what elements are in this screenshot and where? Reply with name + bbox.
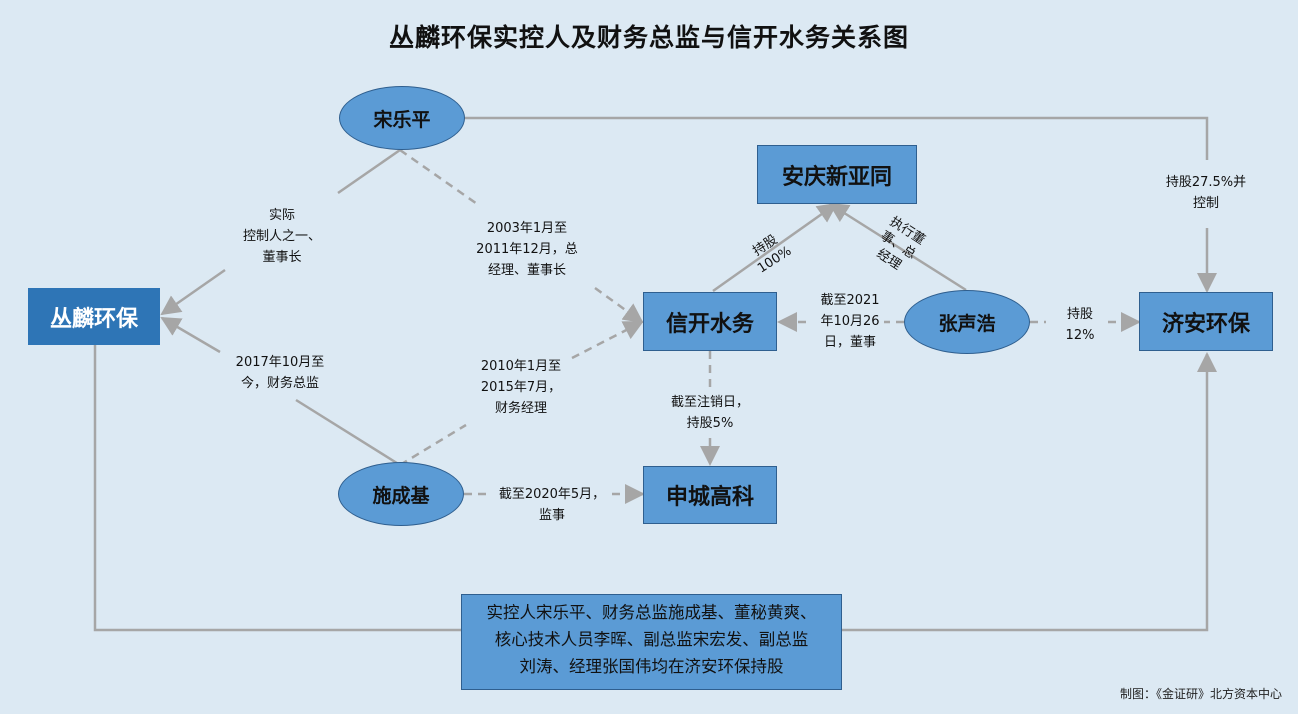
node-anqing: 安庆新亚同 xyxy=(757,145,917,204)
edge-song-xinkai-b xyxy=(594,286,644,324)
diagram-title: 丛麟环保实控人及财务总监与信开水务关系图 xyxy=(388,23,909,52)
node-zhang: 张声浩 xyxy=(904,290,1030,354)
edge-song-xinkai-a xyxy=(399,148,481,208)
credit-text: 制图：《金证研》北方资本中心 xyxy=(1119,687,1282,701)
label-song-xinkai: 2003年1月至 2011年12月，总 经理、董事长 xyxy=(476,221,578,278)
node-jian: 济安环保 xyxy=(1139,292,1273,351)
node-shi: 施成基 xyxy=(338,462,464,526)
edge-conglin-note xyxy=(93,344,461,632)
node-conglin: 丛麟环保 xyxy=(28,288,160,345)
edge-note-jian xyxy=(842,352,1217,632)
node-song: 宋乐平 xyxy=(339,86,465,150)
edge-shi-xinkai-b xyxy=(571,320,644,360)
label-shi-shencheng: 截至2020年5月， 监事 xyxy=(498,487,606,523)
edge-shi-xinkai-a xyxy=(399,423,467,467)
edge-song-jian-a xyxy=(465,116,1209,160)
node-xinkai: 信开水务 xyxy=(643,292,777,351)
label-song-conglin: 实际 控制人之一、 董事长 xyxy=(242,208,322,265)
edge-shi-conglin-a xyxy=(295,398,401,467)
edge-song-conglin-b xyxy=(160,268,226,316)
label-xinkai-shencheng: 截至注销日， 持股5% xyxy=(670,395,750,431)
edge-shi-conglin-b xyxy=(160,316,221,354)
label-shi-conglin: 2017年10月至 今，财务总监 xyxy=(235,355,325,391)
label-shi-xinkai: 2010年1月至 2015年7月， 财务经理 xyxy=(480,359,562,416)
shareholder-note: 实控人宋乐平、财务总监施成基、董秘黄爽、 核心技术人员李晖、副总监宋宏发、副总监… xyxy=(461,594,842,690)
label-zhang-xinkai: 截至2021 年10月26 日，董事 xyxy=(820,293,880,350)
edge-xinkai-anqing xyxy=(712,202,838,293)
node-shencheng: 申城高科 xyxy=(643,466,777,524)
label-song-jian: 持股27.5%并 控制 xyxy=(1165,175,1247,211)
label-zhang-jian: 持股 12% xyxy=(1065,307,1095,343)
edge-zhang-anqing xyxy=(828,202,967,292)
edge-song-conglin-a xyxy=(337,148,401,195)
